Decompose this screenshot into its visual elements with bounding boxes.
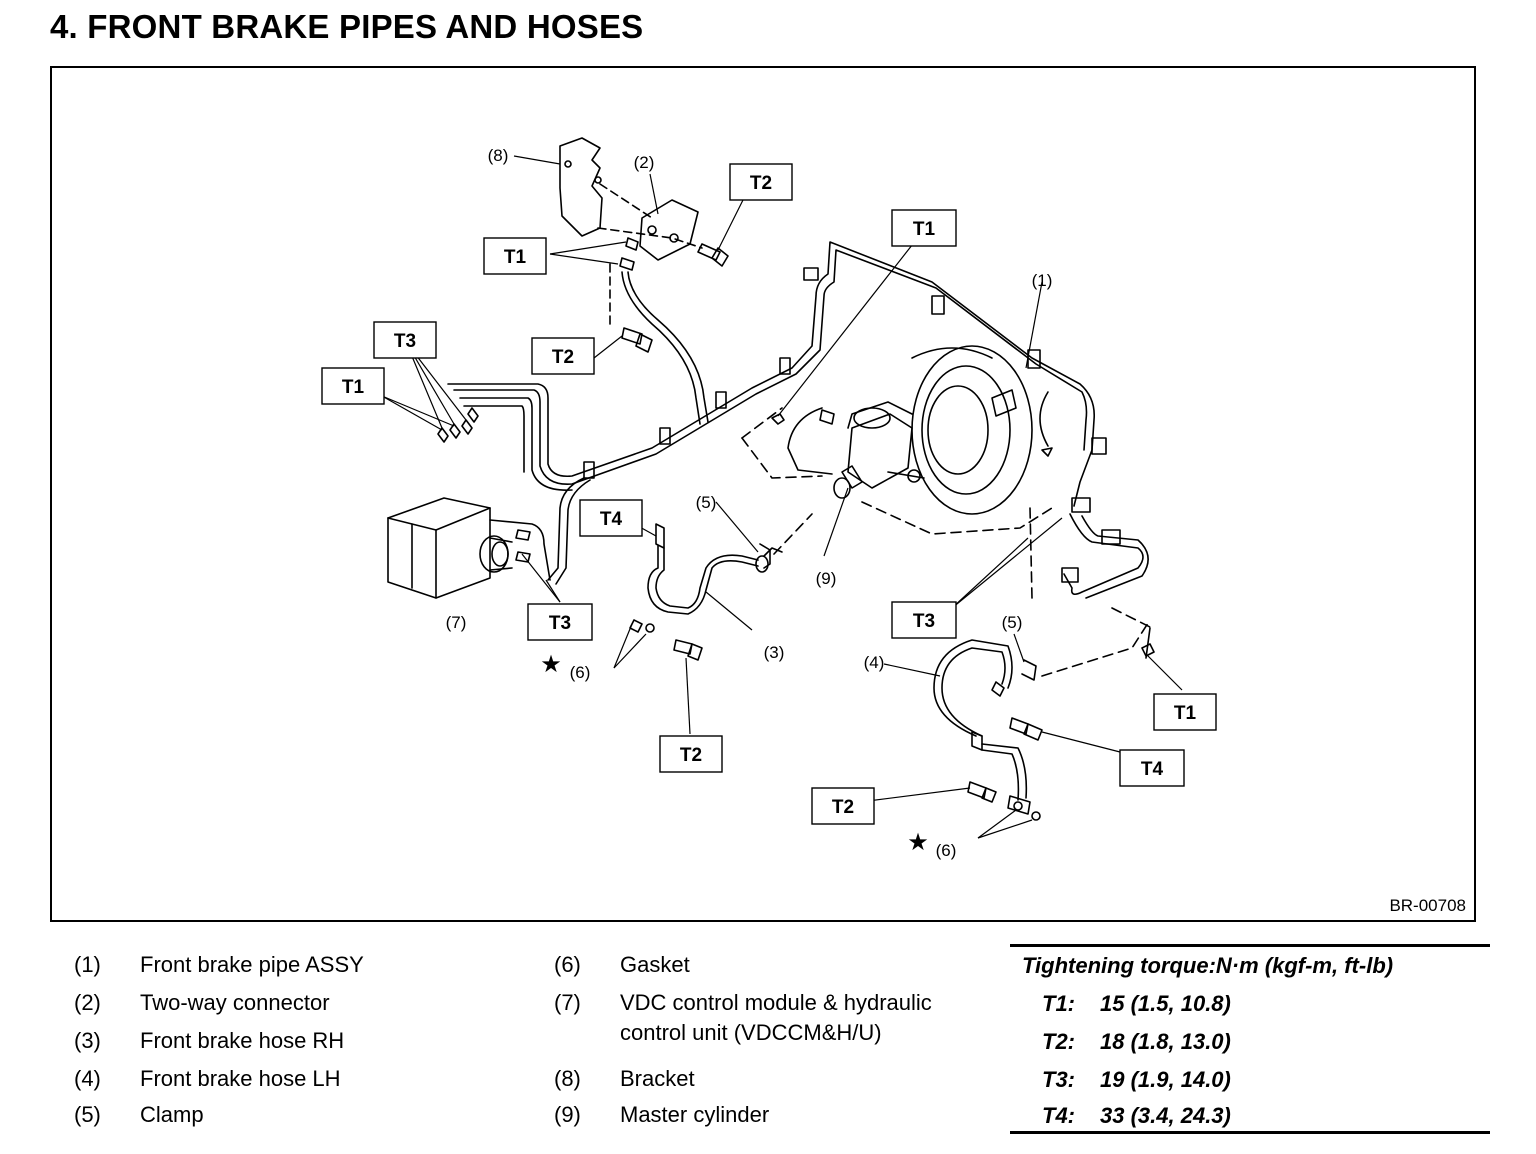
- torque-callout-t3: T3: [394, 331, 416, 352]
- legend-item: (7) VDC control module & hydraulic contr…: [554, 988, 994, 1048]
- torque-callout-t1: T1: [1174, 703, 1197, 724]
- legend-item: (5) Clamp: [74, 1100, 494, 1130]
- legend-text: Gasket: [620, 952, 690, 977]
- part-callout-6: (6): [936, 841, 957, 860]
- torque-callout-t4: T4: [1141, 759, 1164, 780]
- torque-callout-t2: T2: [832, 797, 854, 818]
- torque-callout-t1: T1: [504, 247, 527, 268]
- diagram-frame: T2 T1 T2 T3 T1 T1 T4 T3 T2 T3 T1 T4 T2 (…: [50, 66, 1476, 922]
- legend-item: (1) Front brake pipe ASSY: [74, 950, 494, 980]
- torque-heading: Tightening torque:N·m (kgf-m, ft-lb): [1022, 953, 1394, 978]
- legend-text: Front brake pipe ASSY: [140, 952, 364, 977]
- legend-item: (4) Front brake hose LH: [74, 1064, 494, 1094]
- torque-value: 33 (3.4, 24.3): [1100, 1103, 1231, 1128]
- part-callout-5: (5): [1002, 613, 1023, 632]
- legend-item: (2) Two-way connector: [74, 988, 494, 1018]
- legend-text: Front brake hose LH: [140, 1066, 341, 1091]
- legend-item: (6) Gasket: [554, 950, 994, 980]
- brake-diagram: T2 T1 T2 T3 T1 T1 T4 T3 T2 T3 T1 T4 T2 (…: [321, 137, 1217, 860]
- legend-number: (4): [74, 1066, 101, 1091]
- part-callout-9: (9): [816, 569, 837, 588]
- torque-callout-t3: T3: [913, 611, 935, 632]
- master-cylinder-part: [833, 345, 1033, 515]
- part-callout-2: (2): [634, 153, 655, 172]
- torque-specs-panel: Tightening torque:N·m (kgf-m, ft-lb) T1:…: [1010, 944, 1490, 1134]
- torque-callout-t2: T2: [680, 745, 702, 766]
- torque-id: T1:: [1042, 991, 1075, 1016]
- part-callout-3: (3): [764, 643, 785, 662]
- torque-id: T2:: [1042, 1029, 1075, 1054]
- legend-text: VDC control module & hydraulic: [620, 990, 932, 1015]
- legend-number: (1): [74, 952, 101, 977]
- torque-value: 19 (1.9, 14.0): [1100, 1067, 1231, 1092]
- torque-callout-t2: T2: [750, 173, 772, 194]
- torque-callout-t2: T2: [552, 347, 574, 368]
- torque-id: T3:: [1042, 1067, 1075, 1092]
- legend-text: Front brake hose RH: [140, 1028, 345, 1053]
- star-marker: ★: [907, 828, 929, 856]
- legend-text-continued: control unit (VDCCM&H/U): [620, 1020, 882, 1045]
- torque-callout-t1: T1: [342, 377, 365, 398]
- legend-text: Bracket: [620, 1066, 695, 1091]
- legend-number: (7): [554, 990, 581, 1015]
- legend-text: Clamp: [140, 1102, 204, 1127]
- part-callout-5: (5): [696, 493, 717, 512]
- legend-number: (2): [74, 990, 101, 1015]
- bracket-part: [559, 137, 603, 237]
- legend-number: (5): [74, 1102, 101, 1127]
- torque-value: 18 (1.8, 13.0): [1100, 1029, 1231, 1054]
- legend-number: (8): [554, 1066, 581, 1091]
- legend-text: Master cylinder: [620, 1102, 770, 1127]
- page-title: 4. FRONT BRAKE PIPES AND HOSES: [50, 8, 644, 45]
- legend-item: (8) Bracket: [554, 1064, 994, 1094]
- legend-number: (3): [74, 1028, 101, 1053]
- torque-callout-t4: T4: [600, 509, 623, 530]
- part-callout-8: (8): [488, 146, 509, 165]
- torque-value: 15 (1.5, 10.8): [1100, 991, 1231, 1016]
- part-callout-7: (7): [446, 613, 467, 632]
- legend-item: (9) Master cylinder: [554, 1100, 994, 1130]
- torque-id: T4:: [1042, 1103, 1075, 1128]
- part-callout-4: (4): [864, 653, 885, 672]
- vdc-unit-part: [387, 497, 531, 599]
- part-callout-1: (1): [1032, 271, 1053, 290]
- figure-code: BR-00708: [1389, 896, 1466, 915]
- hose-lh-part: [933, 639, 1043, 821]
- part-callout-6: (6): [570, 663, 591, 682]
- torque-callout-t1: T1: [913, 219, 936, 240]
- legend-number: (6): [554, 952, 581, 977]
- legend-item: (3) Front brake hose RH: [74, 1026, 494, 1056]
- torque-callout-t3: T3: [549, 613, 571, 634]
- legend-number: (9): [554, 1102, 581, 1127]
- star-marker: ★: [540, 650, 562, 678]
- legend-text: Two-way connector: [140, 990, 330, 1015]
